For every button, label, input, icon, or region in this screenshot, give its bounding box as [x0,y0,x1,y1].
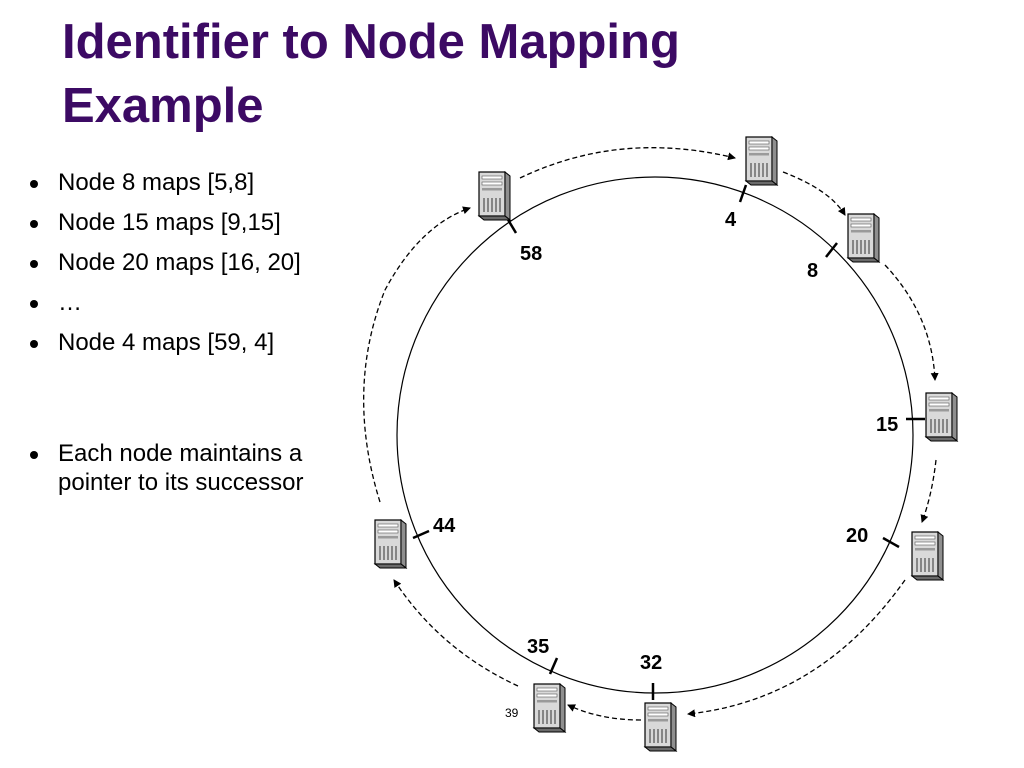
server-icon [911,531,944,581]
node-tick-44 [412,529,430,540]
bullet-text: Node 15 maps [9,15] [58,209,281,236]
bullet-text: Each node maintains a pointer to its suc… [58,440,304,496]
bullet-text: Node 20 maps [16, 20] [58,249,301,276]
list-item: Node 15 maps [9,15] [24,208,364,237]
node-label: 15 [876,414,898,436]
bullet-text: Node 8 maps [5,8] [58,169,255,196]
node-label: 8 [807,260,818,282]
bullet-dot-icon [30,260,38,268]
bullet-list: Node 8 maps [5,8] Node 15 maps [9,15] No… [24,168,364,508]
successor-arrow [393,579,519,687]
server-icon [745,136,778,186]
bullet-dot-icon [30,220,38,228]
bullet-dot-icon [30,300,38,308]
successor-arrow [567,704,642,721]
server-icon [644,702,677,752]
node-label: 32 [640,652,662,674]
server-icon [374,519,407,569]
bullet-dot-icon [30,180,38,188]
node-tick-4 [738,184,748,203]
node-label: 35 [527,636,549,658]
bullet-text: … [58,289,82,316]
list-item: Node 8 maps [5,8] [24,168,364,197]
node-tick-35 [548,657,559,675]
server-icon [925,392,958,442]
node-label: 20 [846,525,868,547]
successor-arrow [920,459,937,523]
server-icon [847,213,880,263]
page-number: 39 [505,706,519,720]
successor-arrow [884,264,939,381]
server-icon [478,171,511,221]
successor-arrow [363,206,471,503]
successor-arrow [782,171,846,216]
node-tick-8 [825,242,838,258]
ring-circle [396,176,914,694]
list-item: Each node maintains a pointer to its suc… [24,439,364,497]
bullet-dot-icon [30,340,38,348]
node-label: 44 [433,515,456,537]
list-item: … [24,288,364,317]
node-label: 58 [520,243,542,265]
node-tick-20 [882,536,900,549]
bullet-text: Node 4 maps [59, 4] [58,329,275,356]
successor-arrow [687,579,906,718]
list-item: Node 20 maps [16, 20] [24,248,364,277]
successor-arrow [519,147,736,179]
page-title: Identifier to Node Mapping Example [62,15,680,133]
node-label: 4 [725,209,737,231]
bullet-dot-icon [30,451,38,459]
server-icon [533,683,566,733]
list-item: Node 4 maps [59, 4] [24,328,364,357]
